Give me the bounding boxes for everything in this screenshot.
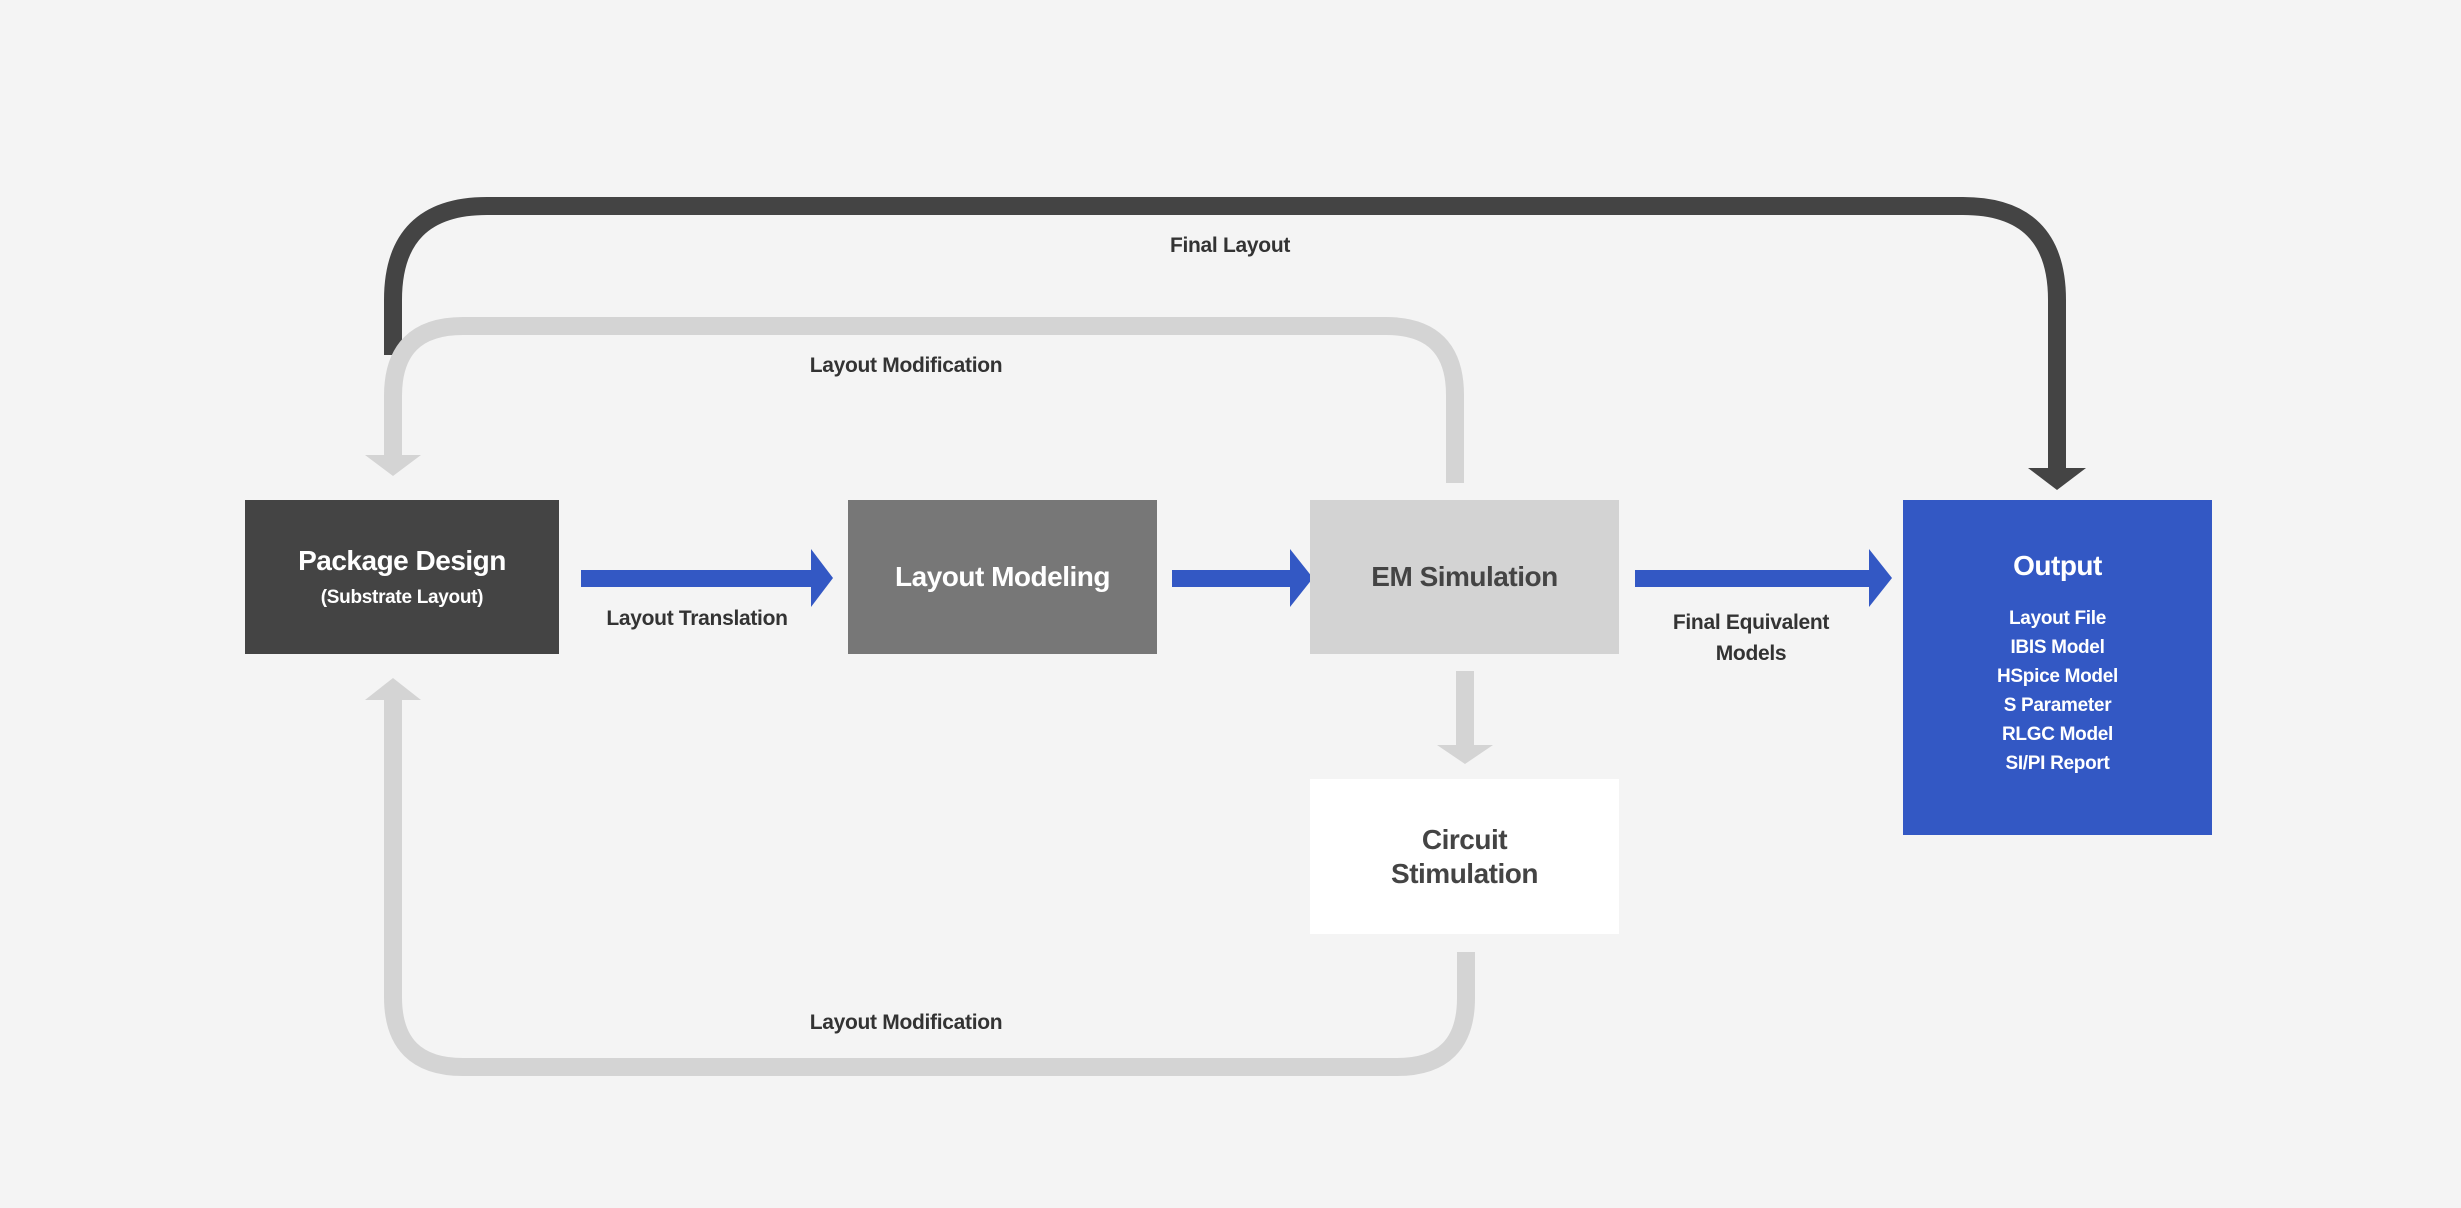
em-to-output-shaft bbox=[1635, 570, 1871, 587]
top-modification-connector bbox=[384, 317, 1464, 483]
bottom-modification-arrowhead bbox=[365, 678, 421, 700]
bottom-modification-connector bbox=[384, 699, 1475, 1076]
final-equivalent-models-label: Final Equivalent Models bbox=[1672, 611, 1830, 665]
output-item-layout-file: Layout File bbox=[2009, 608, 2106, 629]
circuit-stimulation-title-line2: Stimulation bbox=[1391, 857, 1538, 889]
em-to-circuit-shaft bbox=[1456, 671, 1474, 748]
em-to-circuit-arrowhead bbox=[1437, 745, 1493, 764]
em-simulation-node: EM Simulation bbox=[1310, 500, 1619, 654]
layout-modeling-title: Layout Modeling bbox=[895, 561, 1110, 592]
package-design-title: Package Design bbox=[298, 545, 506, 576]
output-item-hspice-model: HSpice Model bbox=[1997, 666, 2118, 687]
modeling-to-em-shaft bbox=[1172, 570, 1292, 587]
layout-translation-label: Layout Translation bbox=[606, 607, 788, 630]
output-title: Output bbox=[2013, 550, 2102, 581]
layout-modification-bottom-label: Layout Modification bbox=[809, 1011, 1003, 1034]
translation-arrowhead bbox=[811, 549, 833, 607]
em-simulation-title: EM Simulation bbox=[1371, 561, 1558, 592]
translation-arrow-shaft bbox=[581, 570, 813, 587]
circuit-stimulation-node: Circuit Stimulation bbox=[1310, 779, 1619, 934]
output-item-si-pi-report: SI/PI Report bbox=[2005, 753, 2110, 774]
final-layout-arrowhead bbox=[2028, 468, 2086, 490]
layout-modification-top-label: Layout Modification bbox=[809, 354, 1003, 377]
layout-modeling-node: Layout Modeling bbox=[848, 500, 1157, 654]
modeling-to-em-head bbox=[1290, 549, 1313, 607]
top-modification-arrowhead bbox=[365, 455, 421, 476]
em-to-output-arrowhead bbox=[1869, 549, 1892, 607]
final-layout-connector bbox=[384, 197, 2066, 470]
circuit-stimulation-title-line1: Circuit bbox=[1421, 823, 1508, 855]
output-item-ibis-model: IBIS Model bbox=[2010, 637, 2105, 658]
output-item-s-parameter: S Parameter bbox=[2003, 695, 2112, 716]
output-node: Output Layout File IBIS Model HSpice Mod… bbox=[1903, 500, 2212, 835]
package-design-subtitle: (Substrate Layout) bbox=[320, 587, 484, 608]
package-design-node: Package Design (Substrate Layout) bbox=[245, 500, 559, 654]
final-layout-label: Final Layout bbox=[1169, 234, 1291, 257]
output-item-rlgc-model: RLGC Model bbox=[2002, 724, 2113, 745]
